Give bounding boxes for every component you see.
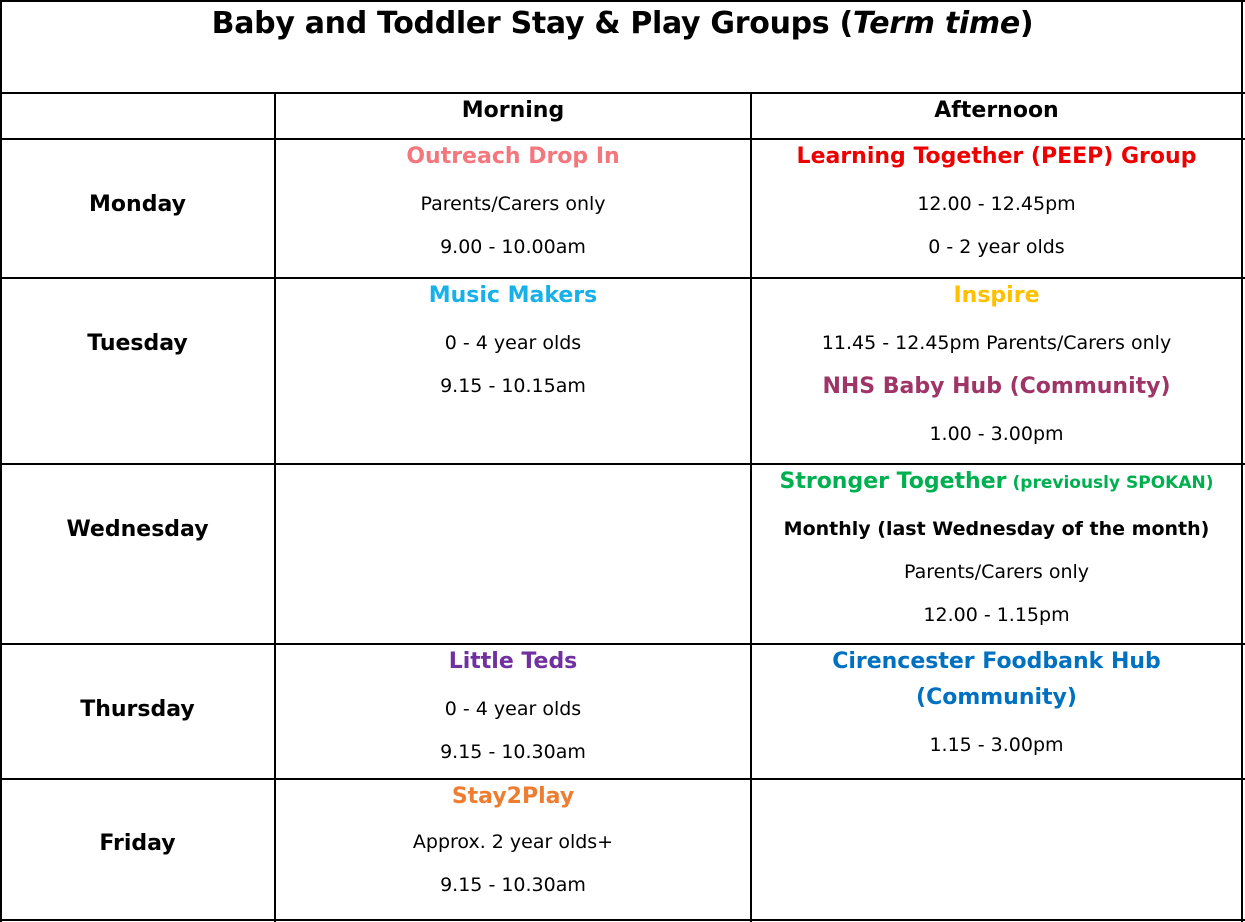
group-name: NHS Baby Hub (Community) [822,374,1171,399]
cell-thursday-afternoon: Cirencester Foodbank Hub (Community) 1.1… [752,645,1241,778]
row-divider [0,643,1245,645]
group-time: 9.15 - 10.15am [440,375,586,397]
cell-thursday-morning: Little Teds 0 - 4 year olds 9.15 - 10.30… [276,645,750,778]
row-divider [0,138,1245,140]
group-frequency: Monthly (last Wednesday of the month) [783,518,1210,540]
title-italic: Term time [852,6,1020,41]
title-main: Baby and Toddler Stay & Play Groups ( [211,6,854,41]
column-divider-morning [750,93,752,922]
group-name: Stay2Play [451,784,575,809]
day-label-monday: Monday [89,192,186,217]
column-header-morning: Morning [461,98,565,123]
table-border-left [0,0,2,922]
group-name-continued: (Community) [916,685,1077,710]
group-name-line: Stronger Together (previously SPOKAN) [752,469,1241,494]
group-name: Inspire [953,283,1040,308]
table-border-bottom [0,919,1245,921]
group-name: Learning Together (PEEP) Group [796,144,1197,169]
group-time: 1.00 - 3.00pm [929,423,1064,445]
group-detail: Parents/Carers only [903,561,1090,583]
cell-tuesday-morning: Music Makers 0 - 4 year olds 9.15 - 10.1… [276,279,750,463]
group-name: Stronger Together [779,469,1007,494]
title-close: ) [1019,6,1034,41]
row-divider [0,277,1245,279]
group-time: 12.00 - 12.45pm [917,193,1076,215]
group-detail: 11.45 - 12.45pm Parents/Carers only [821,332,1172,354]
day-label-tuesday: Tuesday [87,331,188,356]
group-name-note: (previously SPOKAN) [1012,473,1214,493]
group-name: Outreach Drop In [406,144,620,169]
group-detail: Approx. 2 year olds+ [412,831,614,853]
column-divider-day [274,93,276,922]
row-divider [0,778,1245,780]
table-border-right [1241,0,1243,922]
cell-monday-morning: Outreach Drop In Parents/Carers only 9.0… [276,140,750,277]
group-name: Little Teds [448,649,578,674]
column-header-afternoon: Afternoon [934,98,1059,123]
group-detail: Parents/Carers only [420,193,606,215]
group-name: Music Makers [428,283,598,308]
page-title: Baby and Toddler Stay & Play Groups (Ter… [0,6,1245,41]
row-divider [0,463,1245,465]
cell-wednesday-morning [276,465,750,643]
group-detail: 0 - 4 year olds [444,698,582,720]
table-border-top [0,0,1245,2]
cell-friday-morning: Stay2Play Approx. 2 year olds+ 9.15 - 10… [276,780,750,919]
day-label-wednesday: Wednesday [66,517,209,542]
group-detail: 0 - 2 year olds [928,236,1065,258]
group-time: 9.15 - 10.30am [440,741,586,763]
group-detail: 0 - 4 year olds [444,332,582,354]
group-time: 9.00 - 10.00am [440,236,586,258]
cell-wednesday-afternoon: Stronger Together (previously SPOKAN) Mo… [752,465,1241,643]
cell-tuesday-afternoon: Inspire 11.45 - 12.45pm Parents/Carers o… [752,279,1241,463]
group-time: 9.15 - 10.30am [440,874,586,896]
group-name: Cirencester Foodbank Hub [832,649,1161,674]
group-time: 12.00 - 1.15pm [923,604,1070,626]
day-label-thursday: Thursday [80,697,195,722]
row-divider [0,92,1245,94]
cell-monday-afternoon: Learning Together (PEEP) Group 12.00 - 1… [752,140,1241,277]
cell-friday-afternoon [752,780,1241,919]
group-time: 1.15 - 3.00pm [929,734,1064,756]
day-label-friday: Friday [99,831,176,856]
